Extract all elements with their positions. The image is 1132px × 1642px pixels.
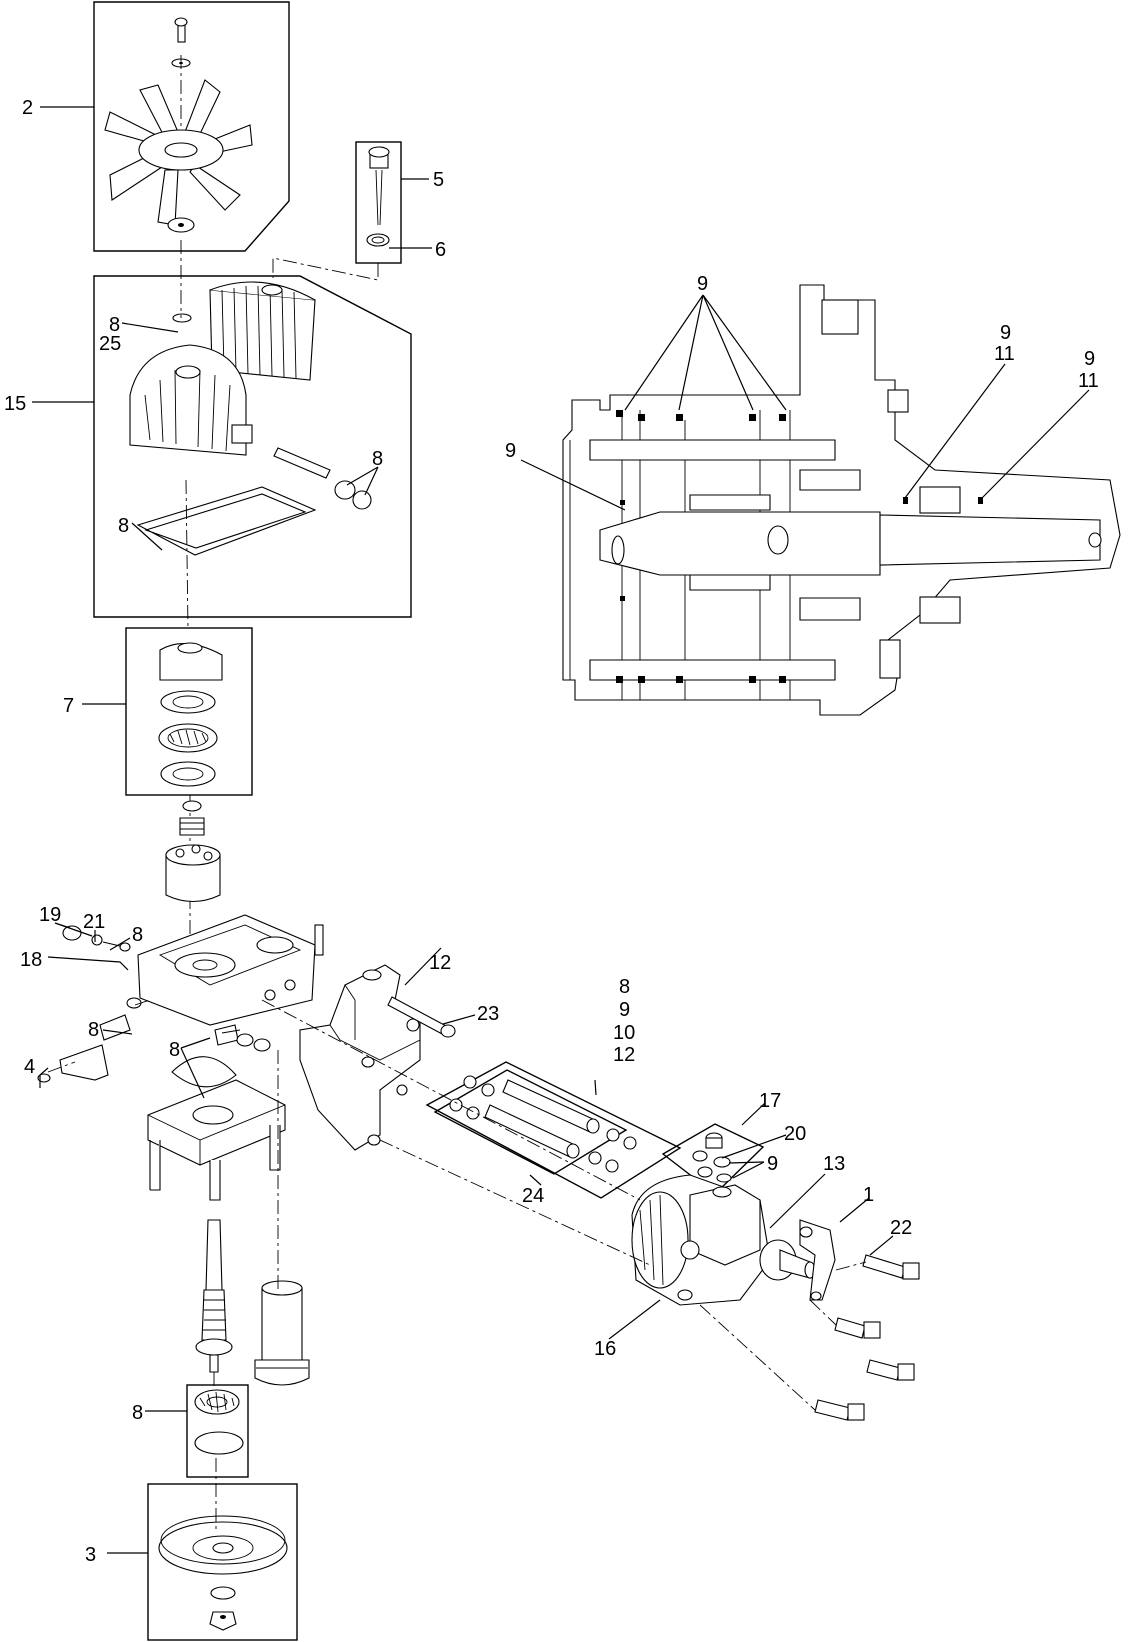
vertical-axis-upper xyxy=(180,55,191,1000)
control-parts-left xyxy=(37,925,151,1083)
callout-8: 8 xyxy=(118,515,129,537)
callout-1: 1 xyxy=(863,1184,874,1206)
pulley-group-box xyxy=(147,1483,298,1641)
vertical-axis-lower xyxy=(213,1372,217,1530)
callout-12: 12 xyxy=(429,952,451,974)
callout-3: 3 xyxy=(85,1544,96,1566)
callout-24: 24 xyxy=(522,1185,544,1207)
pulley xyxy=(158,1515,288,1631)
callout-9: 9 xyxy=(767,1153,778,1175)
filter-cartridge xyxy=(254,1280,310,1386)
callout-labels: 2 5 6 8 25 15 8 8 7 9 9 11 9 11 9 19 21 … xyxy=(4,97,1099,1566)
lower-bearing xyxy=(194,1389,244,1455)
callout-12: 12 xyxy=(613,1044,635,1066)
callout-4: 4 xyxy=(24,1056,35,1078)
callout-9: 9 xyxy=(1084,348,1095,370)
callout-18: 18 xyxy=(20,949,42,971)
axle-centerline-lower xyxy=(379,1139,651,1266)
bolt-23 xyxy=(387,996,456,1038)
callout-11: 11 xyxy=(1078,370,1099,392)
bearing-stack xyxy=(158,642,223,787)
axle-housing xyxy=(299,964,421,1151)
housing-group-box xyxy=(93,275,412,618)
callout-10: 10 xyxy=(613,1022,635,1044)
callout-13: 13 xyxy=(823,1153,845,1175)
fan-assembly xyxy=(104,17,253,233)
callout-8: 8 xyxy=(132,924,143,946)
valve-parts xyxy=(692,1132,732,1183)
dipstick-alignment-line xyxy=(272,257,379,281)
callout-5: 5 xyxy=(433,169,444,191)
callout-16: 16 xyxy=(594,1338,616,1360)
motor-assembly xyxy=(631,1174,816,1306)
fan-group-box xyxy=(93,1,290,252)
tube-kit-group-box xyxy=(425,1061,682,1199)
tube-kit-inner-box xyxy=(433,1069,628,1175)
callout-19: 19 xyxy=(39,904,61,926)
housing-assembly xyxy=(129,281,372,556)
tube-kit-parts xyxy=(449,1075,637,1173)
callout-23: 23 xyxy=(477,1003,499,1025)
callout-25: 25 xyxy=(99,333,121,355)
callout-20: 20 xyxy=(784,1123,806,1145)
callout-11: 11 xyxy=(994,343,1015,365)
bearing-group-box xyxy=(125,627,253,796)
callout-9: 9 xyxy=(619,999,630,1021)
lower-bearing-group-box xyxy=(186,1384,249,1478)
callout-15: 15 xyxy=(4,393,26,415)
callout-9: 9 xyxy=(1000,322,1011,344)
pump-plate xyxy=(147,1079,286,1201)
dipstick-assembly xyxy=(366,146,390,247)
center-section xyxy=(137,914,324,1026)
callout-21: 21 xyxy=(83,911,105,933)
callout-2: 2 xyxy=(22,97,33,119)
cylinder-block xyxy=(165,800,221,903)
callout-8: 8 xyxy=(619,976,630,998)
section-view xyxy=(562,284,1121,716)
callout-22: 22 xyxy=(890,1217,912,1239)
callout-8: 8 xyxy=(132,1402,143,1424)
callout-6: 6 xyxy=(435,239,446,261)
leader-lines xyxy=(32,106,1090,1554)
callout-7: 7 xyxy=(63,695,74,717)
input-shaft xyxy=(195,1219,233,1373)
bolt-centerline xyxy=(699,1304,816,1411)
callout-8: 8 xyxy=(88,1019,99,1041)
brake-arm xyxy=(799,1219,836,1301)
wheel-bolt-centerline-a xyxy=(809,1299,837,1326)
callout-9: 9 xyxy=(505,440,516,462)
axle-centerline-upper xyxy=(261,999,641,1201)
callout-9: 9 xyxy=(697,273,708,295)
dipstick-group-box xyxy=(355,141,402,264)
callout-17: 17 xyxy=(759,1090,781,1112)
callout-8: 8 xyxy=(169,1039,180,1061)
wheel-bolt-centerline-b xyxy=(835,1261,867,1271)
control-parts-middle xyxy=(171,1024,271,1088)
wheel-bolts xyxy=(814,1254,920,1421)
callout-8: 8 xyxy=(372,448,383,470)
callout-8: 8 xyxy=(109,314,120,336)
